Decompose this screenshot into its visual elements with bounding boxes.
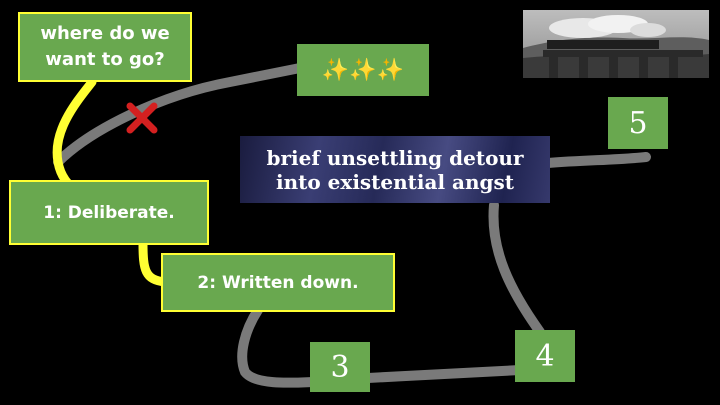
step-4-box: 4	[515, 330, 575, 382]
route-path-2-to-3	[237, 305, 317, 388]
step-2-box: 2: Written down.	[161, 253, 395, 312]
red-x-icon	[126, 102, 158, 134]
step-2-label: 2: Written down.	[197, 272, 359, 293]
route-path-detour-to-5	[543, 152, 651, 168]
start-question-box: where do we want to go?	[18, 12, 192, 82]
detour-box: brief unsettling detour into existential…	[240, 136, 550, 203]
step-3-box: 3	[310, 342, 370, 392]
detour-line-1: brief unsettling detour	[266, 145, 524, 170]
yellow-route-path-bottom	[138, 238, 170, 287]
step-3-label: 3	[330, 349, 350, 385]
step-1-box: 1: Deliberate.	[9, 180, 209, 245]
step-4-label: 4	[535, 338, 555, 374]
steam-train-photo	[523, 10, 709, 78]
step-5-label: 5	[628, 105, 648, 141]
step-1-label: 1: Deliberate.	[43, 202, 175, 223]
start-question-label: where do we want to go?	[40, 23, 170, 70]
step-5-box: 5	[608, 97, 668, 149]
route-path-4-to-detour	[488, 200, 545, 337]
detour-line-2: into existential angst	[275, 169, 515, 194]
sparkles-label: ✨✨✨	[321, 57, 405, 83]
sparkles-box: ✨✨✨	[297, 44, 429, 96]
route-path-3-to-4	[363, 365, 525, 383]
